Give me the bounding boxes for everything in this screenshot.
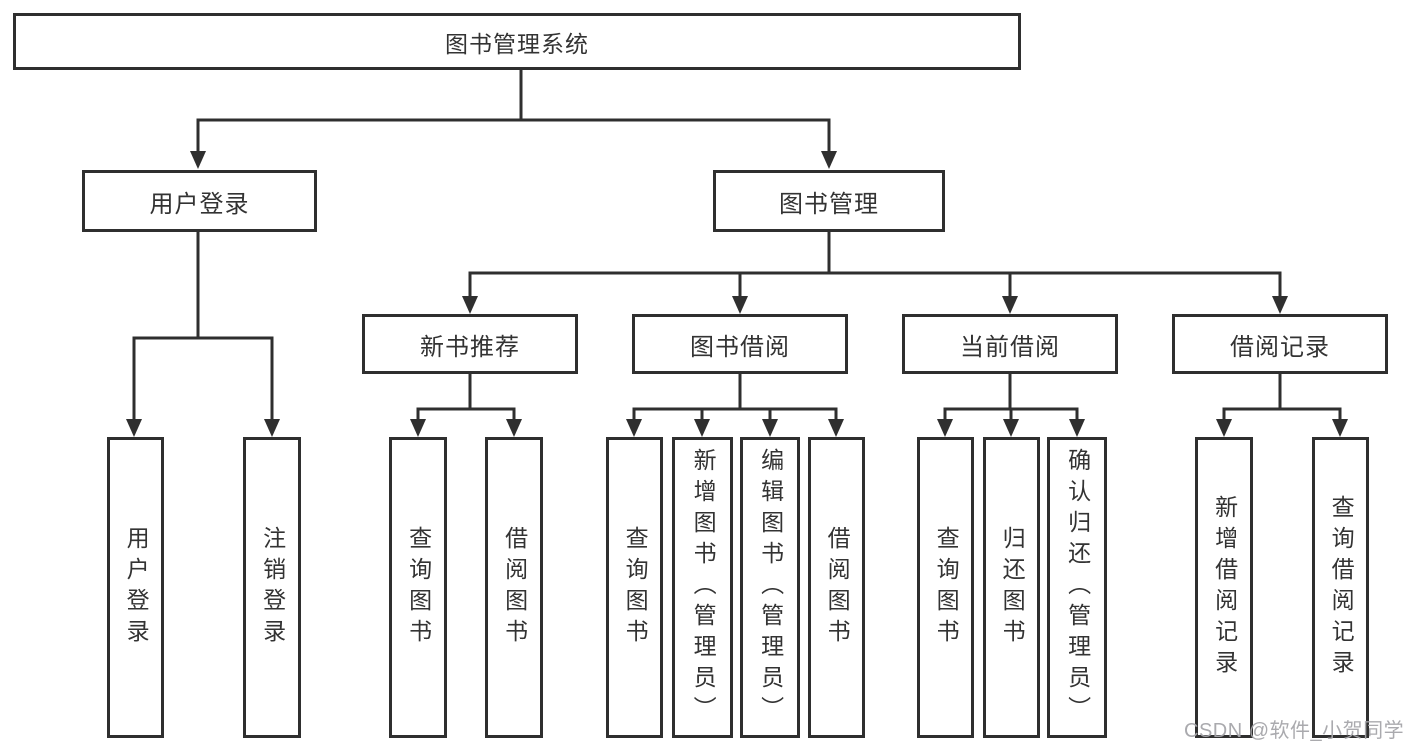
node-add-books-admin-label: 新增图书（管理员） — [690, 448, 717, 727]
arrowheads — [126, 151, 1348, 437]
node-borrowing-records-label: 借阅记录 — [1230, 333, 1330, 361]
node-new-book-recommendation: 新书推荐 — [362, 314, 578, 374]
node-add-borrow-record-label: 新增借阅记录 — [1211, 494, 1238, 681]
csdn-watermark: CSDN @软件_小贺同学 — [1184, 720, 1405, 742]
node-library-management-system-label: 图书管理系统 — [445, 30, 589, 57]
node-borrow-books-recommend-label: 借阅图书 — [501, 525, 528, 650]
connector-root — [196, 70, 831, 154]
node-current-borrowing: 当前借阅 — [902, 314, 1118, 374]
node-query-borrow-record: 查询借阅记录 — [1312, 437, 1369, 738]
node-query-books-borrowing: 查询图书 — [606, 437, 663, 738]
connector-new-book — [416, 374, 516, 422]
node-user-login-action-label: 用户登录 — [123, 525, 150, 650]
node-new-book-recommendation-label: 新书推荐 — [420, 333, 520, 361]
node-confirm-return-admin: 确认归还（管理员） — [1047, 437, 1107, 738]
node-borrowing-records: 借阅记录 — [1172, 314, 1388, 374]
node-add-books-admin: 新增图书（管理员） — [672, 437, 733, 738]
connector-user-login — [132, 232, 274, 422]
node-user-login-label: 用户登录 — [149, 190, 250, 218]
node-return-books: 归还图书 — [983, 437, 1040, 738]
connector-book-management — [468, 232, 1282, 299]
node-query-books-current-label: 查询图书 — [933, 525, 960, 650]
node-add-borrow-record: 新增借阅记录 — [1195, 437, 1253, 738]
node-confirm-return-admin-label: 确认归还（管理员） — [1064, 448, 1091, 727]
connector-current-borrowing — [943, 374, 1079, 422]
node-logout-action: 注销登录 — [243, 437, 301, 738]
node-borrow-books-borrowing-label: 借阅图书 — [824, 525, 851, 650]
node-edit-books-admin-label: 编辑图书（管理员） — [757, 448, 784, 727]
node-library-management-system: 图书管理系统 — [13, 13, 1021, 70]
connector-borrowing-records — [1222, 374, 1342, 422]
node-book-management-label: 图书管理 — [779, 190, 879, 218]
node-current-borrowing-label: 当前借阅 — [960, 333, 1060, 361]
node-user-login: 用户登录 — [82, 170, 317, 232]
node-query-books-recommend: 查询图书 — [389, 437, 447, 738]
node-query-books-borrowing-label: 查询图书 — [622, 525, 649, 650]
node-borrow-books-recommend: 借阅图书 — [485, 437, 543, 738]
node-book-management: 图书管理 — [713, 170, 945, 232]
node-return-books-label: 归还图书 — [999, 525, 1026, 650]
node-book-borrowing: 图书借阅 — [632, 314, 848, 374]
node-query-books-recommend-label: 查询图书 — [405, 525, 432, 650]
connector-book-borrowing — [632, 374, 838, 422]
node-edit-books-admin: 编辑图书（管理员） — [740, 437, 800, 738]
node-query-books-current: 查询图书 — [917, 437, 974, 738]
node-user-login-action: 用户登录 — [107, 437, 164, 738]
node-logout-action-label: 注销登录 — [259, 525, 286, 650]
node-book-borrowing-label: 图书借阅 — [690, 333, 790, 361]
node-query-borrow-record-label: 查询借阅记录 — [1328, 494, 1355, 681]
node-borrow-books-borrowing: 借阅图书 — [808, 437, 865, 738]
